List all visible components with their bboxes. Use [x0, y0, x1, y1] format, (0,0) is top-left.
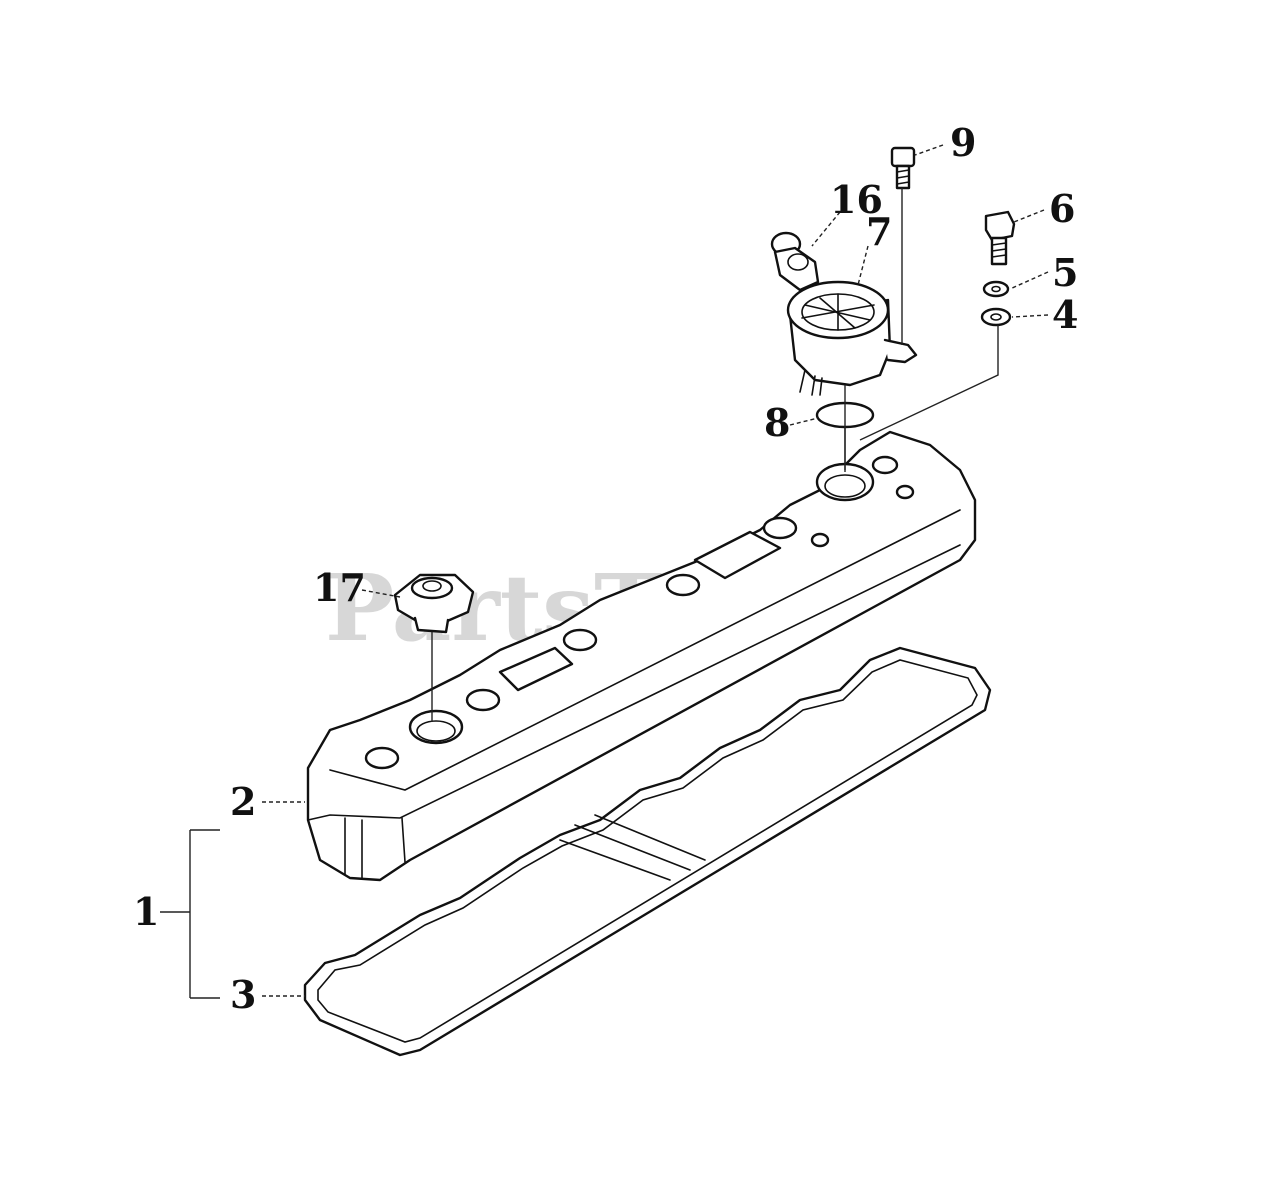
oil-filler-cap[interactable] — [393, 573, 475, 634]
callout-1: 1 — [133, 889, 159, 934]
callout-17: 17 — [313, 565, 366, 610]
callout-3: 3 — [230, 972, 256, 1017]
leader-lines — [160, 144, 1049, 999]
valve-cover[interactable] — [306, 430, 977, 882]
lock-washer[interactable] — [982, 280, 1010, 298]
bolt-6[interactable] — [984, 210, 1016, 266]
callout-labels: 1 2 3 4 5 6 7 8 9 16 17 — [133, 120, 1078, 1017]
valve-cover-gasket[interactable] — [303, 646, 992, 1057]
callout-7: 7 — [866, 209, 892, 254]
callout-4: 4 — [1052, 292, 1078, 337]
callout-9: 9 — [950, 120, 976, 165]
washer[interactable] — [980, 307, 1012, 327]
callout-6: 6 — [1049, 186, 1075, 231]
breather[interactable] — [786, 280, 918, 396]
hose-clamp[interactable] — [770, 231, 820, 292]
bolt-9[interactable] — [890, 146, 916, 190]
callout-16: 16 — [830, 177, 883, 222]
assembly-lines — [431, 188, 999, 722]
callout-5: 5 — [1052, 250, 1078, 295]
callout-8: 8 — [764, 400, 790, 445]
callout-2: 2 — [230, 779, 256, 824]
